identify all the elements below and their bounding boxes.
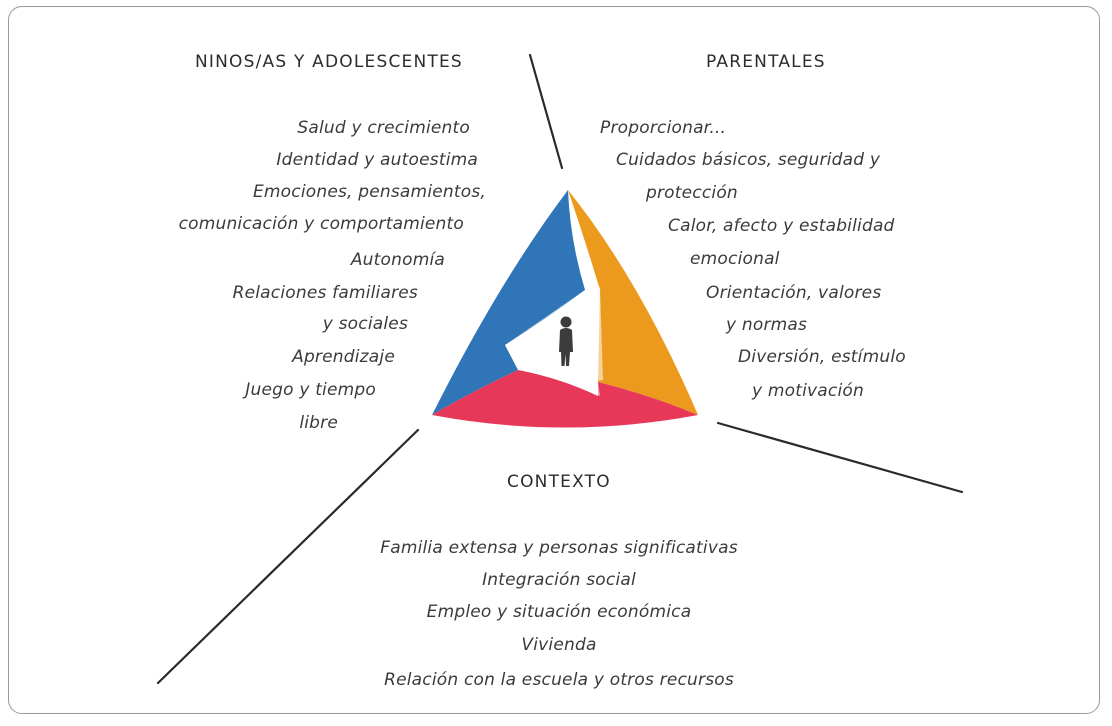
children-item: Relaciones familiares xyxy=(232,283,418,303)
parental-item: Proporcionar... xyxy=(600,118,727,138)
parental-item: protección xyxy=(646,183,738,203)
parental-item: y normas xyxy=(726,315,808,335)
parental-heading: PARENTALES xyxy=(706,52,826,72)
context-item: Integración social xyxy=(482,570,636,590)
divider-line-right xyxy=(716,421,964,494)
children-heading: NINOS/AS Y ADOLESCENTES xyxy=(195,52,463,72)
context-item: Empleo y situación económica xyxy=(426,602,692,622)
divider-line-top xyxy=(528,53,564,170)
inner-band-bottom xyxy=(505,345,600,396)
inner-band-left xyxy=(505,290,588,352)
context-item: Vivienda xyxy=(521,635,597,655)
triangle-sector-children xyxy=(432,190,585,415)
context-item: Familia extensa y personas significativa… xyxy=(380,538,738,558)
children-item: libre xyxy=(299,413,338,433)
children-item: Aprendizaje xyxy=(292,347,395,367)
children-item: Autonomía xyxy=(350,250,445,270)
parental-item: Orientación, valores xyxy=(706,283,882,303)
children-item: Salud y crecimiento xyxy=(297,118,470,138)
children-item: y sociales xyxy=(322,314,408,334)
context-item: Relación con la escuela y otros recursos xyxy=(384,670,734,690)
inner-band-right xyxy=(585,287,603,382)
children-item: Juego y tiempo xyxy=(245,380,376,400)
child-figure-icon xyxy=(559,316,573,366)
triangle-sector-context xyxy=(432,370,698,428)
triangle-center xyxy=(520,306,590,382)
parental-item: emocional xyxy=(690,249,780,269)
diagram-frame xyxy=(8,6,1100,714)
parental-item: Calor, afecto y estabilidad xyxy=(668,216,895,236)
divider-line-left xyxy=(156,428,420,685)
parental-item: Diversión, estímulo xyxy=(738,347,906,367)
context-heading: CONTEXTO xyxy=(507,472,611,492)
children-item: comunicación y comportamiento xyxy=(178,214,464,234)
children-item: Emociones, pensamientos, xyxy=(252,182,486,202)
parental-item: Cuidados básicos, seguridad y xyxy=(616,150,881,170)
children-item: Identidad y autoestima xyxy=(276,150,478,170)
parental-item: y motivación xyxy=(752,381,864,401)
